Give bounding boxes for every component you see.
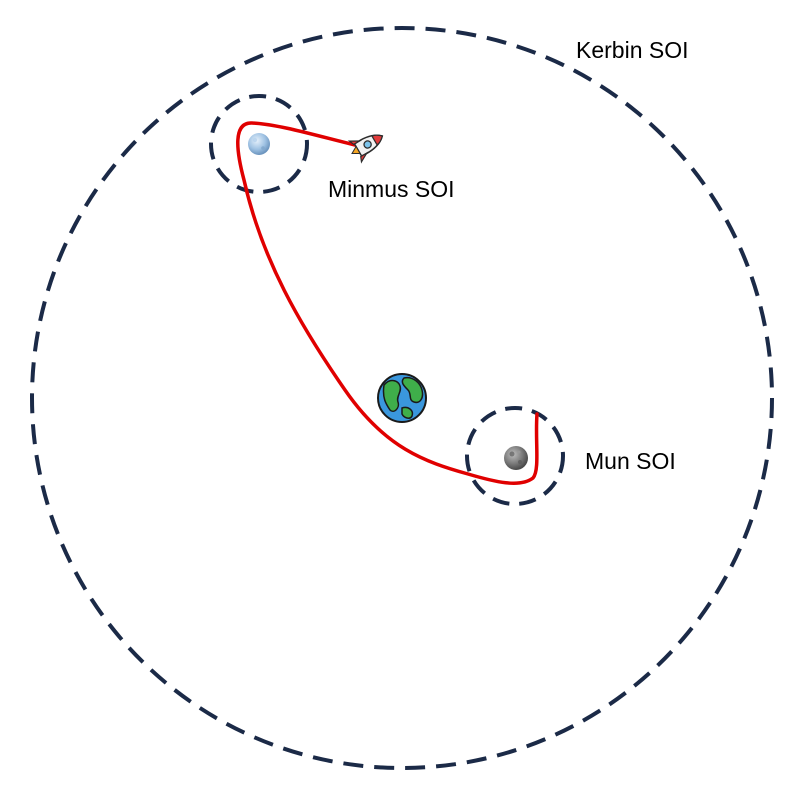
earth-globe-icon bbox=[377, 373, 427, 423]
moon-grey-icon bbox=[504, 446, 528, 470]
trajectory-path bbox=[236, 121, 539, 485]
kerbin-soi-label: Kerbin SOI bbox=[576, 37, 689, 63]
minmus-soi-circle bbox=[209, 94, 309, 194]
moon-blue-icon bbox=[248, 133, 270, 155]
minmus-soi-label: Minmus SOI bbox=[328, 176, 455, 202]
mun-soi-circle bbox=[465, 406, 565, 506]
kerbin-soi-circle bbox=[30, 26, 774, 770]
rocket-icon bbox=[347, 134, 384, 164]
mun-soi-label: Mun SOI bbox=[585, 448, 676, 474]
